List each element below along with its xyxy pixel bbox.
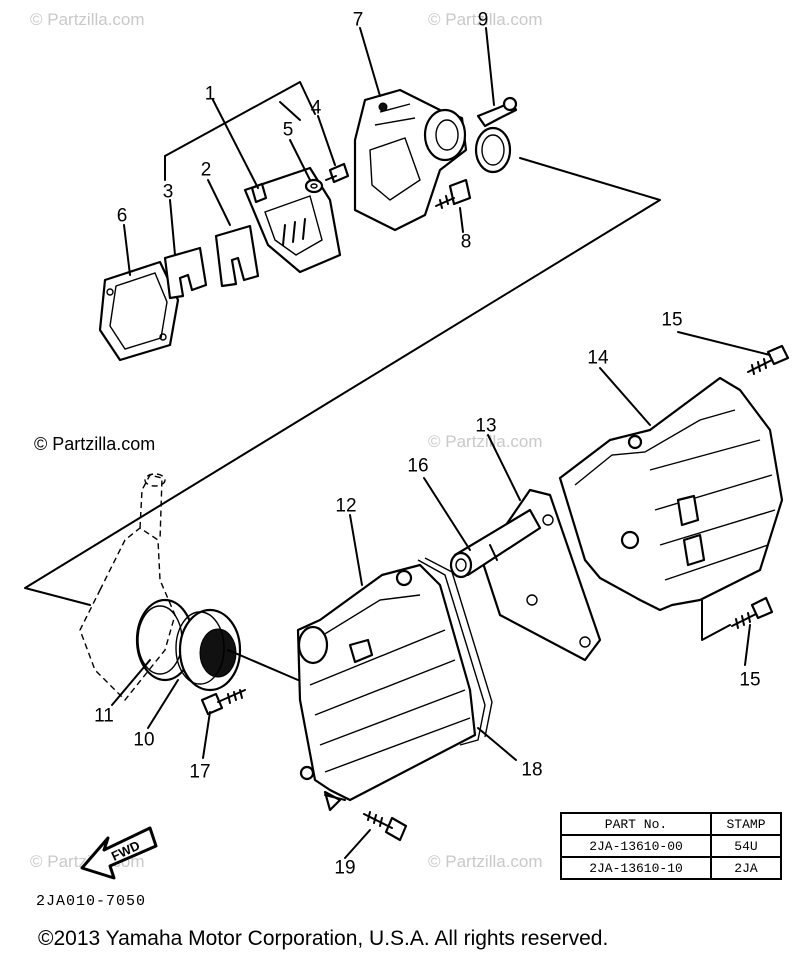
callout-18: 18	[521, 759, 543, 781]
part-no-header: PART No.	[560, 812, 712, 836]
reed-valve-assembly-part	[243, 166, 342, 274]
part-no-cell: 2JA-13610-00	[560, 834, 712, 858]
callout-4: 4	[310, 97, 322, 119]
screw-part	[731, 596, 774, 629]
callout-6: 6	[116, 205, 128, 227]
watermark: © Partzilla.com	[34, 434, 156, 454]
callout-1: 1	[204, 83, 216, 105]
screw-part	[325, 162, 350, 184]
stamp-cell: 2JA	[710, 856, 782, 880]
callout-7: 7	[352, 9, 364, 31]
stamp-header: STAMP	[710, 812, 782, 836]
screw-part	[747, 344, 790, 375]
callout-19: 19	[334, 857, 356, 879]
group-bracket-line	[279, 101, 301, 121]
copyright-notice: ©2013 Yamaha Motor Corporation, U.S.A. A…	[38, 927, 609, 950]
callout-3: 3	[162, 181, 174, 203]
drawing-code: 2JA010-7050	[36, 893, 147, 910]
screw-part	[200, 689, 246, 716]
forward-arrow-icon: FWD	[80, 826, 158, 880]
callout-8: 8	[460, 231, 472, 253]
intake-manifold-part	[353, 88, 468, 232]
callout-17: 17	[189, 761, 211, 783]
table-row: 2JA-13610-00 54U	[560, 834, 782, 858]
group-boundary-line	[24, 157, 661, 606]
watermark: © Partzilla.com	[428, 10, 543, 29]
washer-part	[304, 178, 324, 194]
table-row: 2JA-13610-10 2JA	[560, 856, 782, 880]
reed-part	[214, 224, 260, 288]
rubber-boot-part	[175, 608, 242, 692]
group-bracket-line	[164, 81, 316, 157]
watermark: © Partzilla.com	[428, 852, 543, 871]
callout-15: 15	[661, 309, 683, 331]
callout-13: 13	[475, 415, 497, 437]
part-no-cell: 2JA-13610-10	[560, 856, 712, 880]
silencer-cover-part	[558, 376, 784, 612]
bolt-part	[363, 811, 408, 842]
callout-11: 11	[94, 705, 114, 727]
watermark: © Partzilla.com	[30, 10, 145, 29]
table-header-row: PART No. STAMP	[560, 812, 782, 836]
callout-2: 2	[200, 159, 212, 181]
callout-12: 12	[335, 495, 357, 517]
stamp-cell: 54U	[710, 834, 782, 858]
gasket-part	[98, 260, 180, 362]
callout-9: 9	[477, 9, 489, 31]
carburetor-outline	[79, 473, 176, 702]
bolt-part	[435, 178, 472, 209]
callout-10: 10	[133, 729, 155, 751]
silencer-pipe-part	[449, 508, 542, 579]
callout-16: 16	[407, 455, 429, 477]
case-gasket-part	[417, 557, 493, 746]
reed-stopper-part	[163, 246, 208, 300]
watermark: © Partzilla.com	[428, 432, 543, 451]
callout-15: 15	[739, 669, 761, 691]
callout-5: 5	[282, 119, 294, 141]
hose-clamp-part	[474, 96, 518, 174]
part-number-table: PART No. STAMP 2JA-13610-00 54U 2JA-1361…	[560, 812, 782, 880]
silencer-case-part	[296, 563, 477, 812]
callout-14: 14	[587, 347, 609, 369]
